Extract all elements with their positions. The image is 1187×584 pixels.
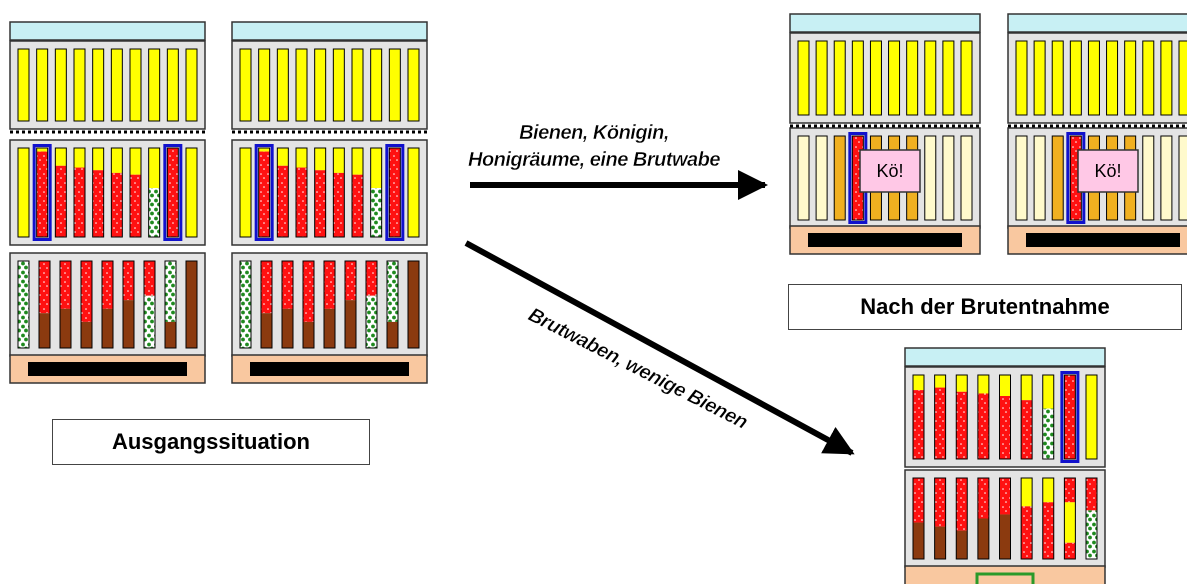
arrow-upper-label-1: Bienen, Königin, — [519, 122, 669, 144]
brood-box-upper — [904, 366, 1106, 468]
honey-box — [231, 40, 428, 134]
marked-frame — [163, 144, 183, 241]
floor-slot — [28, 362, 187, 376]
hive-lid — [904, 347, 1106, 367]
honey-box — [1007, 32, 1187, 128]
hive-start-1 — [9, 21, 206, 384]
marked-frame — [385, 144, 405, 241]
honey-box — [9, 40, 206, 134]
brood-box-lower — [904, 469, 1106, 568]
hive-lid — [1007, 13, 1187, 33]
label-ausgangssituation: Ausgangssituation — [52, 419, 370, 465]
hive-after-2: Kö! — [1007, 13, 1187, 255]
arrow-lower-label: Brutwaben, wenige Bienen — [525, 304, 751, 434]
brood-box-lower — [9, 252, 206, 357]
hive-start-2 — [231, 21, 428, 384]
label-nach-brutentnahme: Nach der Brutentnahme — [788, 284, 1182, 330]
marked-frame — [32, 144, 52, 241]
marked-frame — [1060, 371, 1080, 463]
brood-box-upper — [9, 139, 206, 246]
arrow-lower — [464, 240, 855, 456]
queen-label: Kö! — [1094, 161, 1121, 181]
hive-after-1: Kö! — [789, 13, 981, 255]
arrow-upper-label-2: Honigräume, eine Brutwabe — [468, 149, 720, 171]
floor-slot — [808, 233, 962, 247]
hive-lid — [789, 13, 981, 33]
queen-cage — [1077, 149, 1139, 193]
floor-slot — [250, 362, 409, 376]
queen-label: Kö! — [876, 161, 903, 181]
floor-slot — [1026, 233, 1180, 247]
brood-box-upper — [231, 139, 428, 246]
brood-box-lower — [231, 252, 428, 357]
floor-slot — [975, 572, 1035, 584]
queen-cage — [859, 149, 921, 193]
honey-box — [789, 32, 981, 128]
marked-frame — [254, 144, 274, 241]
hive-lid — [231, 21, 428, 41]
hive-lid — [9, 21, 206, 41]
hive-brood-only — [904, 347, 1106, 584]
